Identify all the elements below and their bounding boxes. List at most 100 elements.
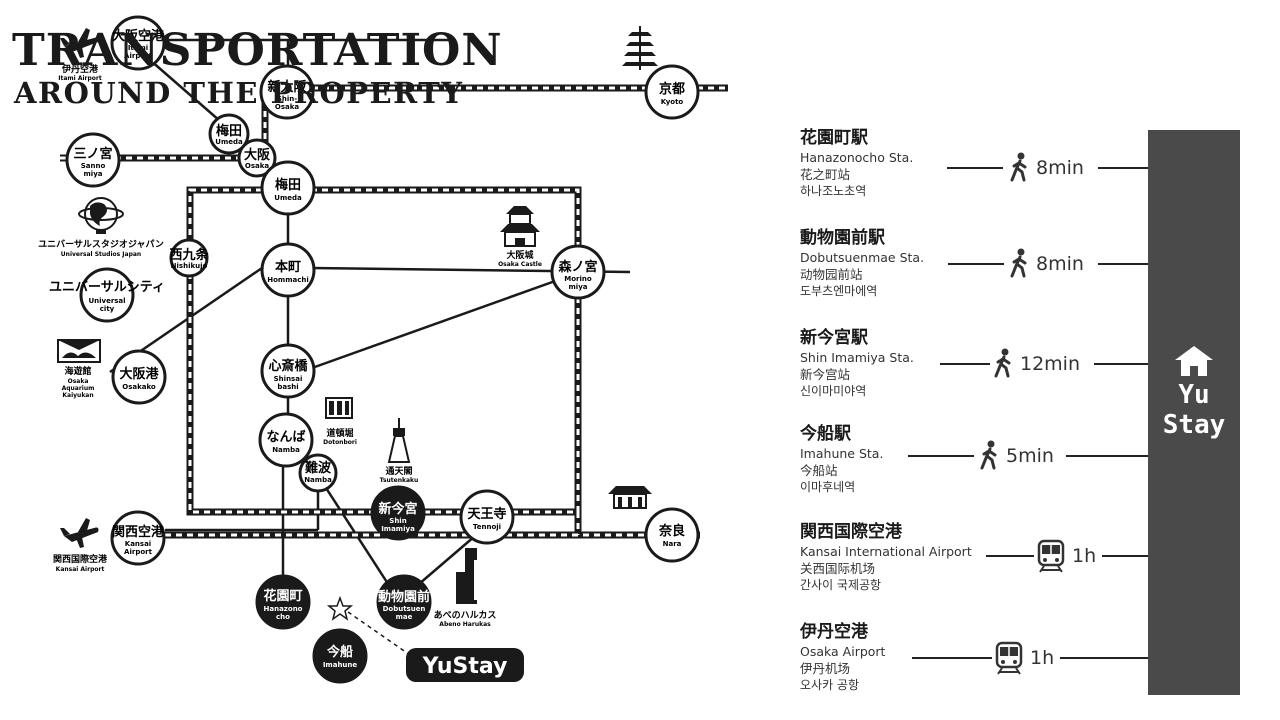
connector-line bbox=[1060, 657, 1148, 659]
svg-text:Itami: Itami bbox=[128, 44, 148, 52]
yustay-name-line1: Yu bbox=[1178, 380, 1210, 410]
station-hommachi[interactable]: 本町 Hommachi bbox=[260, 242, 316, 298]
svg-text:Hanazono: Hanazono bbox=[264, 605, 303, 613]
route-name-en: Dobutsuenmae Sta. bbox=[800, 250, 925, 265]
connector-line bbox=[1102, 555, 1148, 557]
station-hanazonocho[interactable]: 花園町 Hanazono cho bbox=[255, 574, 311, 630]
station-namba-small[interactable]: 難波 Namba bbox=[298, 453, 338, 493]
connector-line bbox=[948, 263, 1004, 265]
svg-text:Kansai Airport: Kansai Airport bbox=[56, 566, 105, 573]
yustay-map-label[interactable]: YuStay bbox=[406, 648, 524, 682]
station-kansai-airport[interactable]: 関西空港 Kansai Airport bbox=[110, 510, 166, 566]
route-time: 8min bbox=[1036, 253, 1084, 275]
route-item-dobutsuenmae[interactable]: 動物園前駅 Dobutsuenmae Sta. 动物园前站 도부츠엔마에역 bbox=[790, 228, 1150, 314]
svg-text:新大阪: 新大阪 bbox=[267, 79, 307, 95]
svg-text:Osaka: Osaka bbox=[68, 378, 89, 385]
station-morinomiya[interactable]: 森ノ宮 Morino miya bbox=[550, 244, 606, 300]
route-item-osaka-airport[interactable]: 伊丹空港 Osaka Airport 伊丹机场 오사카 공항 bbox=[790, 622, 1150, 708]
svg-text:Kyoto: Kyoto bbox=[661, 98, 684, 106]
svg-text:関西空港: 関西空港 bbox=[112, 524, 165, 540]
route-time: 12min bbox=[1020, 353, 1081, 375]
station-shin-osaka[interactable]: 新大阪 Shin- Osaka bbox=[259, 64, 315, 120]
globe-icon bbox=[78, 197, 124, 234]
svg-text:新今宮: 新今宮 bbox=[378, 501, 417, 517]
station-osaka-small[interactable]: 大阪 Osaka bbox=[237, 138, 277, 178]
route-name-en: Osaka Airport bbox=[800, 644, 886, 659]
svg-text:Umeda: Umeda bbox=[215, 138, 243, 146]
route-item-shin-imamiya[interactable]: 新今宮駅 Shin Imamiya Sta. 新今宫站 신이마미야역 bbox=[790, 328, 1150, 414]
station-tennoji[interactable]: 天王寺 Tennoji bbox=[459, 489, 515, 545]
svg-text:Nara: Nara bbox=[663, 540, 682, 548]
svg-text:bashi: bashi bbox=[277, 383, 298, 391]
svg-text:mae: mae bbox=[396, 613, 413, 621]
landmark-usj: ユニバーサルスタジオジャパン Universal Studios Japan bbox=[38, 197, 164, 258]
svg-text:Osaka Castle: Osaka Castle bbox=[498, 261, 542, 268]
station-shinsaibashi[interactable]: 心斎橋 Shinsai bashi bbox=[260, 343, 316, 399]
svg-text:Abeno Harukas: Abeno Harukas bbox=[439, 621, 491, 628]
route-name-ko: 간사이 국제공항 bbox=[800, 578, 882, 592]
route-name-ja: 新今宮駅 bbox=[800, 328, 868, 348]
connector-line bbox=[940, 363, 990, 365]
station-nara[interactable]: 奈良 Nara bbox=[644, 507, 700, 563]
svg-text:Itami Airport: Itami Airport bbox=[58, 75, 102, 82]
station-umeda-small[interactable]: 梅田 Umeda bbox=[208, 113, 250, 155]
connector-line bbox=[1066, 455, 1148, 457]
svg-text:海遊館: 海遊館 bbox=[64, 365, 91, 377]
connector-line bbox=[912, 657, 992, 659]
connector-line bbox=[908, 455, 974, 457]
svg-text:Kaiyukan: Kaiyukan bbox=[62, 392, 93, 399]
yustay-name-line2: Stay bbox=[1162, 410, 1226, 440]
station-osakako[interactable]: 大阪港 Osakako bbox=[111, 349, 167, 405]
svg-text:YuStay: YuStay bbox=[422, 654, 508, 679]
train-icon bbox=[1037, 539, 1065, 573]
walking-person-icon bbox=[980, 440, 997, 470]
station-umeda[interactable]: 梅田 Umeda bbox=[260, 160, 316, 216]
castle-icon bbox=[500, 206, 540, 247]
svg-text:Osakako: Osakako bbox=[122, 383, 156, 391]
walking-person-icon bbox=[1010, 248, 1027, 278]
route-item-kansai-airport[interactable]: 関西国際空港 Kansai International Airport 关西国际… bbox=[790, 522, 1150, 608]
svg-text:今船: 今船 bbox=[326, 644, 353, 660]
landmark-itami-airport: 伊丹空港 Itami Airport bbox=[58, 28, 102, 82]
station-itami[interactable]: 大阪空港 Itami Airport bbox=[110, 15, 166, 71]
route-name-zh: 伊丹机场 bbox=[800, 661, 851, 676]
svg-text:本町: 本町 bbox=[275, 259, 301, 275]
connector-line bbox=[1098, 263, 1148, 265]
route-name-en: Shin Imamiya Sta. bbox=[800, 350, 914, 365]
svg-text:Nishikujo: Nishikujo bbox=[171, 262, 208, 270]
station-dobutsuen[interactable]: 動物園前 Dobutsuen mae bbox=[376, 574, 432, 630]
landmark-osaka-castle: 大阪城 Osaka Castle bbox=[498, 206, 542, 268]
landmark-dotonbori: 道頓堀 Dotonbori bbox=[323, 397, 357, 446]
svg-text:関西国際空港: 関西国際空港 bbox=[53, 553, 108, 565]
route-name-ko: 오사카 공항 bbox=[800, 678, 860, 692]
route-time: 5min bbox=[1006, 445, 1054, 467]
station-shin-imamiya[interactable]: 新今宮 Shin Imamiya bbox=[370, 485, 426, 541]
route-name-ko: 이마후네역 bbox=[800, 480, 856, 494]
page-title: TRANSPORTATION bbox=[12, 25, 503, 76]
route-item-hanazonocho[interactable]: 花園町駅 Hanazonocho Sta. 花之町站 하나조노초역 bbox=[790, 128, 1150, 214]
svg-text:miya: miya bbox=[569, 283, 588, 291]
svg-text:難波: 難波 bbox=[305, 460, 332, 476]
station-nishikujo[interactable]: 西九条 Nishikujo bbox=[169, 238, 209, 278]
station-kyoto[interactable]: 京都 Kyoto bbox=[644, 64, 700, 120]
route-time: 1h bbox=[1072, 545, 1097, 567]
svg-text:なんば: なんば bbox=[266, 430, 305, 445]
route-name-ja: 伊丹空港 bbox=[800, 622, 868, 642]
station-universal-city[interactable]: ユニバーサルシティ Universal city bbox=[49, 267, 165, 323]
landmark-tsutenkaku: 通天閣 Tsutenkaku bbox=[380, 418, 419, 484]
line-shinsaibashi-east bbox=[311, 278, 559, 370]
yustay-destination-bar[interactable]: Yu Stay bbox=[1148, 130, 1240, 695]
route-name-ko: 하나조노초역 bbox=[800, 184, 867, 198]
svg-text:大阪港: 大阪港 bbox=[119, 366, 159, 382]
svg-text:Universal: Universal bbox=[88, 297, 125, 305]
line-itami-umeda bbox=[149, 59, 229, 129]
route-item-imahune[interactable]: 今船駅 Imahune Sta. 今船站 이마후네역 bbox=[790, 424, 1150, 510]
svg-text:Tsutenkaku: Tsutenkaku bbox=[380, 477, 419, 484]
station-sannomiya[interactable]: 三ノ宮 Sanno miya bbox=[65, 132, 121, 188]
route-name-ja: 関西国際空港 bbox=[800, 522, 902, 542]
station-imahune[interactable]: 今船 Imahune bbox=[312, 628, 368, 684]
station-namba[interactable]: なんば Namba bbox=[258, 412, 314, 468]
svg-text:Aquarium: Aquarium bbox=[62, 385, 95, 392]
yustay-name: Yu Stay bbox=[1148, 380, 1240, 440]
connector-line bbox=[947, 167, 1003, 169]
